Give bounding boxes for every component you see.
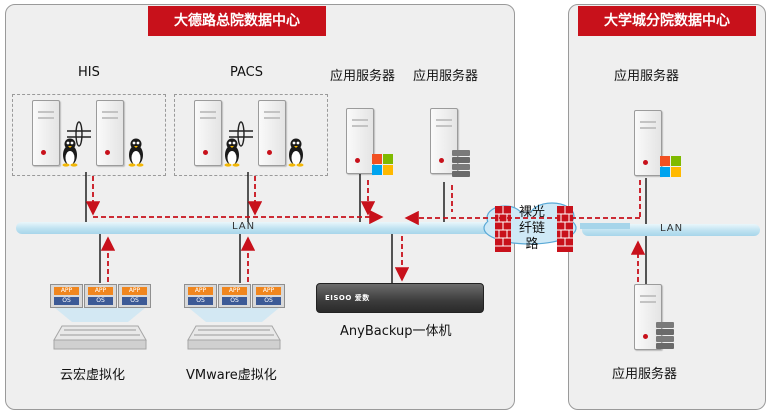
lan-main <box>16 222 496 234</box>
yunhong-virtualization-label: 云宏虚拟化 <box>60 368 126 383</box>
yunhong-host-icon <box>53 325 147 350</box>
lan-branch-label: LAN <box>660 223 684 234</box>
his-server-2 <box>96 100 124 166</box>
branch-app-server-label-bottom: 应用服务器 <box>612 367 678 382</box>
branch-datacenter-panel <box>568 4 766 410</box>
app-server-label-1: 应用服务器 <box>330 69 396 84</box>
pacs-cluster-box <box>174 94 328 176</box>
branch-datacenter-title: 大学城分院数据中心 <box>578 6 756 36</box>
anybackup-appliance: EISOO 爱数 <box>316 283 484 313</box>
app-server-windows <box>346 108 374 174</box>
his-label: HIS <box>78 65 100 80</box>
vmware-virtualization-label: VMware虚拟化 <box>186 368 277 383</box>
main-datacenter-title: 大德路总院数据中心 <box>148 6 326 36</box>
appliance-brand-logo: EISOO 爱数 <box>325 294 370 302</box>
pacs-server-1 <box>194 100 222 166</box>
fiber-link-label-line-1: 裸光 <box>518 205 545 220</box>
pacs-label: PACS <box>230 65 264 80</box>
pacs-server-2 <box>258 100 286 166</box>
his-server-1 <box>32 100 60 166</box>
anybackup-label: AnyBackup一体机 <box>340 324 452 339</box>
black-links <box>85 172 647 284</box>
vmware-host-icon <box>187 325 281 350</box>
fiber-link-label-line-3: 路 <box>525 237 539 252</box>
branch-app-server-top <box>634 110 662 176</box>
fiber-link-label-line-2: 纤链 <box>518 221 545 236</box>
branch-app-server-label-top: 应用服务器 <box>614 69 680 84</box>
lan-main-label: LAN <box>232 221 256 232</box>
his-cluster-box <box>12 94 166 176</box>
backup-data-flows <box>85 176 646 282</box>
app-server-label-2: 应用服务器 <box>413 69 479 84</box>
